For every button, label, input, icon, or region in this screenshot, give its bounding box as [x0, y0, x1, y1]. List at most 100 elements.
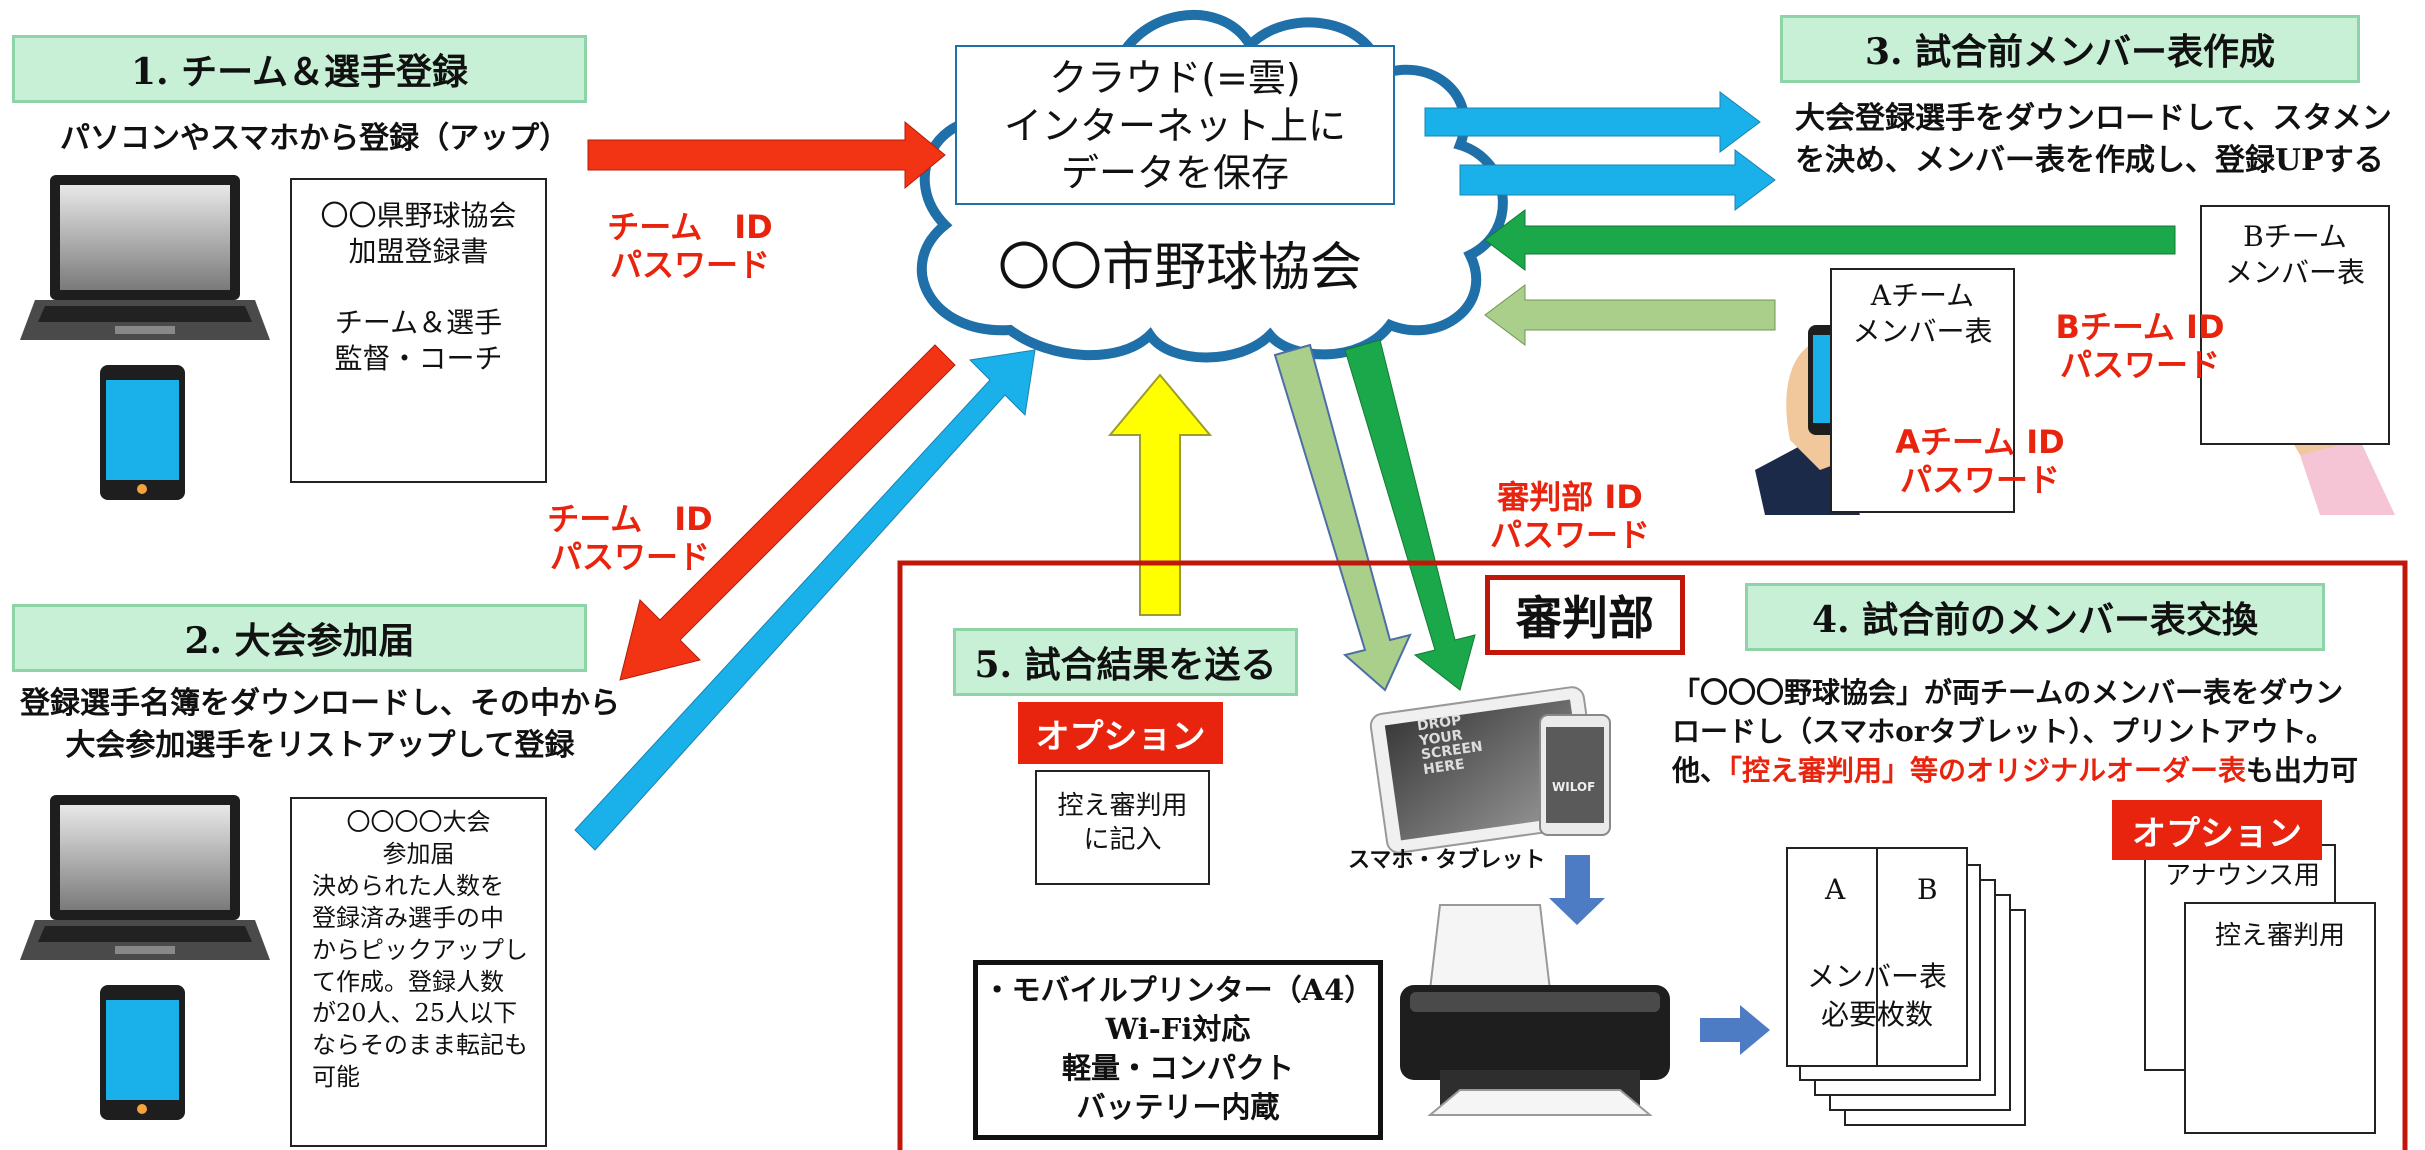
cloud-org-name: 〇〇市野球協会 — [997, 238, 1362, 298]
sheet-label: メンバー表 必要枚数 — [1787, 958, 1967, 1034]
cred-line: パスワード — [609, 246, 770, 285]
doc-line: に記入 — [1083, 824, 1162, 855]
arrow-referee-download-2 — [1344, 339, 1476, 691]
step3-header: 3. 試合前メンバー表作成 — [1780, 15, 2360, 83]
doc-line: 決められた人数を — [312, 871, 504, 900]
step2-header: 2. 大会参加届 — [12, 604, 587, 672]
desc-line: 大会参加選手をリストアップして登録 — [65, 728, 575, 763]
doc-line: 加盟登録書 — [348, 235, 489, 269]
doc-spacer — [292, 271, 545, 305]
arrow-step3-download-1 — [1424, 91, 1761, 153]
cred-line: パスワード — [1489, 516, 1650, 555]
cloud-info-box: クラウド(=雲) インターネット上に データを保存 — [955, 45, 1395, 205]
laptop-icon — [20, 795, 270, 960]
doc-line: が20人、25人以下 — [312, 999, 518, 1028]
teamB-member-doc: Bチーム メンバー表 — [2200, 205, 2390, 445]
teamA-member-doc: Aチーム メンバー表 — [1830, 268, 2015, 513]
sheet-stack — [1786, 847, 2026, 1126]
step2-credentials: チーム ID パスワード — [540, 500, 720, 577]
arrow-step2-upload — [574, 349, 1036, 851]
sheet-line: メンバー表 — [1806, 960, 1947, 993]
step1-subtitle: パソコンやスマホから登録（アップ） — [60, 121, 570, 156]
doc-line: からピックアップし — [312, 935, 528, 964]
doc-line: 監督・コーチ — [334, 342, 503, 376]
sheet-col-b: B — [1917, 873, 1938, 906]
step5-option-badge: オプション — [1018, 702, 1223, 764]
desc-line: を決め、メンバー表を作成し、登録UPする — [1795, 143, 2384, 178]
cloud-box-line: データを保存 — [1060, 151, 1289, 195]
cred-line: 審判部 ID — [1497, 478, 1643, 516]
doc-line: て作成。登録人数 — [312, 967, 504, 996]
step5-reserve-doc: 控え審判用 に記入 — [1035, 770, 1210, 885]
cred-line: パスワード — [2059, 346, 2220, 385]
spec-line: Wi-Fi対応 — [1105, 1012, 1251, 1047]
arrow-printer-sheets — [1700, 1005, 1770, 1055]
tablet-phone-icon — [1369, 686, 1611, 854]
smartphone-icon — [100, 985, 185, 1120]
cred-line: Bチーム ID — [2055, 308, 2225, 346]
cloud-box-line: インターネット上に — [1003, 103, 1346, 148]
doc-line: メンバー表 — [1852, 315, 1993, 349]
doc-line: Aチーム — [1870, 279, 1975, 312]
doc-line: メンバー表 — [2224, 256, 2365, 290]
sheet-col-a: A — [1825, 873, 1846, 906]
doc-line: Bチーム — [2243, 220, 2347, 253]
desc-line: 「〇〇〇野球協会」が両チームのメンバー表をダウン — [1672, 676, 2344, 709]
desc-highlight: 「控え審判用」等のオリジナルオーダー表 — [1728, 754, 2247, 788]
referee-section-label: 審判部 — [1485, 575, 1685, 655]
arrow-download-step2 — [619, 344, 956, 681]
arrow-tablet-printer — [1549, 855, 1605, 925]
step3-description: 大会登録選手をダウンロードして、スタメン を決め、メンバー表を作成し、登録UPす… — [1795, 98, 2392, 182]
laptop-icon — [20, 175, 270, 340]
doc-line: 登録済み選手の中 — [312, 903, 504, 932]
phone-screen-text: WILOF — [1552, 780, 1596, 794]
step4-header: 4. 試合前のメンバー表交換 — [1745, 583, 2325, 651]
arrow-step1-upload — [587, 120, 946, 190]
step4-option-badge: オプション — [2112, 800, 2322, 860]
cloud-box-line: クラウド(=雲) — [1049, 56, 1301, 100]
referee-credentials: 審判部 ID パスワード — [1470, 478, 1670, 555]
doc-line: 可能 — [312, 1063, 360, 1092]
doc-line: 参加届 — [382, 839, 455, 868]
doc-line: ならそのまま転記も — [312, 1031, 528, 1060]
desc-line: 他、「控え審判用」等のオリジナルオーダー表も出力可 — [1672, 751, 2422, 790]
tablet-screen-text: DROP YOUR SCREEN HERE — [1416, 711, 1486, 778]
step1-header: 1. チーム＆選手登録 — [12, 35, 587, 103]
spec-line: バッテリー内蔵 — [1076, 1090, 1280, 1125]
sheet-line: 必要枚数 — [1820, 997, 1933, 1031]
cred-line: パスワード — [1899, 461, 2060, 500]
desc-line: 登録選手名簿をダウンロードし、その中から — [20, 686, 620, 721]
step2-description: 登録選手名簿をダウンロードし、その中から 大会参加選手をリストアップして登録 — [15, 683, 625, 767]
spec-line: ・モバイルプリンター（A4） — [982, 973, 1374, 1007]
reserve-label: 控え審判用 — [2215, 921, 2346, 951]
printer-icon — [1400, 904, 1670, 1116]
step5-header: 5. 試合結果を送る — [953, 628, 1298, 696]
doc-line: 控え審判用 — [1057, 791, 1188, 821]
cred-line: チーム ID — [547, 500, 713, 538]
teamB-credentials: Bチーム ID パスワード — [2040, 308, 2240, 385]
doc-line: 〇〇〇〇大会 — [346, 808, 491, 836]
desc-suffix: も出力可 — [2246, 754, 2359, 788]
step1-registration-doc: 〇〇県野球協会 加盟登録書 チーム＆選手 監督・コーチ — [290, 178, 547, 483]
step2-entry-doc: 〇〇〇〇大会 参加届 決められた人数を 登録済み選手の中 からピックアップし て… — [290, 797, 547, 1147]
cred-line: パスワード — [549, 538, 710, 577]
desc-line: ロードし（スマホorタブレット）、プリントアウト。 — [1672, 715, 2335, 749]
smartphone-icon — [100, 365, 185, 500]
doc-line: 〇〇県野球協会 — [320, 199, 517, 232]
announce-label: アナウンス用 — [2165, 861, 2320, 891]
cred-line: Aチーム ID — [1895, 423, 2065, 461]
arrow-teamA-upload — [1484, 284, 1776, 346]
arrow-step5-result — [1107, 373, 1213, 616]
arrow-step3-download-2 — [1459, 149, 1776, 211]
referee-frame — [897, 560, 2408, 1150]
device-label: スマホ・タブレット — [1348, 847, 1546, 873]
doc-line: チーム＆選手 — [334, 305, 503, 339]
desc-line: 大会登録選手をダウンロードして、スタメン — [1795, 101, 2392, 136]
cred-line: チーム ID — [607, 208, 773, 246]
spec-line: 軽量・コンパクト — [1061, 1051, 1294, 1086]
reserve-sheet — [2184, 902, 2376, 1134]
desc-prefix: 他、 — [1672, 754, 1729, 788]
printer-spec-box: ・モバイルプリンター（A4） Wi-Fi対応 軽量・コンパクト バッテリー内蔵 — [973, 960, 1383, 1140]
step1-credentials: チーム ID パスワード — [600, 208, 780, 285]
